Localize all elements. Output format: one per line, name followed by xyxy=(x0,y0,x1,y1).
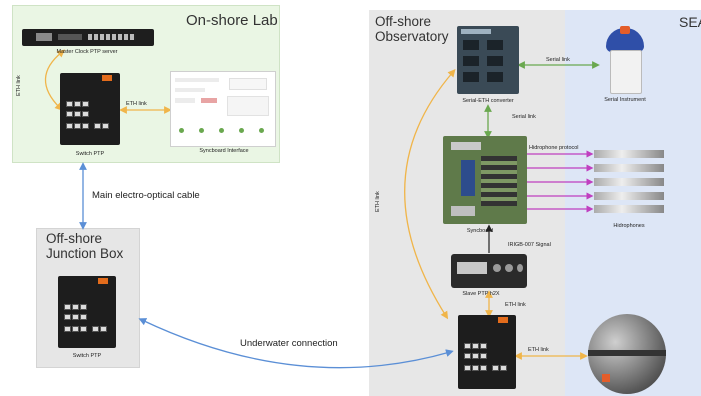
eth-link-observatory-label: ETH link xyxy=(375,191,381,212)
eth-link-lab-curve xyxy=(44,49,66,111)
hydrophone-2 xyxy=(594,164,664,172)
underwater-connection-line xyxy=(138,318,454,369)
eth-link-observatory-curve xyxy=(404,69,456,320)
serial-instrument-device xyxy=(606,26,644,96)
hydrophone-3 xyxy=(594,178,664,186)
hydrophone-1 xyxy=(594,150,664,158)
hydrophones-caption: Hidrophones xyxy=(613,223,645,229)
lab-switch-device xyxy=(60,73,120,145)
hydrophone-protocol-label: Hidrophone protocol xyxy=(529,145,579,151)
syncboard-device xyxy=(443,136,527,224)
serial-instrument-caption: Serial Instrument xyxy=(604,97,646,103)
glass-sphere-device xyxy=(588,314,666,394)
eth-link-lab-vertical-label: ETH link xyxy=(16,75,22,96)
junction-box-switch-device xyxy=(58,276,116,348)
master-clock-device xyxy=(22,29,154,46)
syncboard-interface-screen xyxy=(170,71,276,147)
serial-link-top-label: Serial link xyxy=(546,57,570,63)
eth-link-slave-label: ETH link xyxy=(505,302,526,308)
syncboard-interface-caption: Syncboard Interface xyxy=(199,148,249,154)
serial-eth-converter-device xyxy=(457,26,519,94)
syncboard-caption: Syncboard xyxy=(466,228,494,234)
underwater-connection-label: Underwater connection xyxy=(240,338,338,349)
junction-box-switch-caption: Switch PTP xyxy=(72,353,102,359)
slave-ptp-caption: Slave PTP h2X xyxy=(462,291,500,297)
observatory-switch-device xyxy=(458,315,516,389)
offshore-observatory-title: Off-shore Observatory xyxy=(375,14,449,44)
eth-link-sphere-label: ETH link xyxy=(528,347,549,353)
irigb-signal-label: IRIGB-007 Signal xyxy=(508,242,551,248)
sea-title: SEA xyxy=(679,14,701,30)
master-clock-caption: Master Clock PTP server xyxy=(56,49,118,55)
serial-link-mid-label: Serial link xyxy=(512,114,536,120)
eth-link-lab-horizontal-label: ETH link xyxy=(126,101,147,107)
onshore-lab-title: On-shore Lab xyxy=(186,12,278,29)
hydrophones-group xyxy=(594,146,664,220)
serial-eth-converter-caption: Serial-ETH converter xyxy=(462,98,514,104)
lab-switch-caption: Switch PTP xyxy=(75,151,105,157)
main-cable-label: Main electro-optical cable xyxy=(92,190,200,201)
junction-box-title: Off-shore Junction Box xyxy=(46,231,124,261)
slave-ptp-device xyxy=(451,254,527,288)
hydrophone-5 xyxy=(594,205,664,213)
hydrophone-4 xyxy=(594,192,664,200)
